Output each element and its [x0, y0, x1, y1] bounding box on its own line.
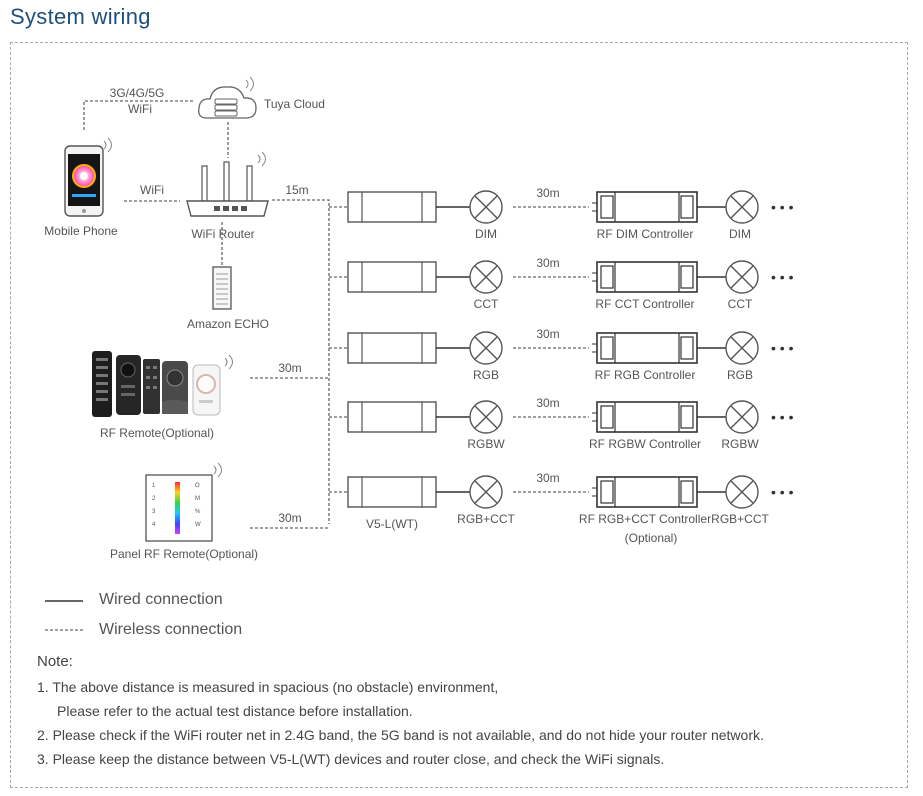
continuation-dots: • • •	[771, 409, 794, 425]
rf-controller-icon	[592, 332, 698, 364]
controller-note-label: (Optional)	[625, 531, 678, 545]
continuation-dots: • • •	[771, 340, 794, 356]
panel-icon-white: W	[195, 522, 201, 528]
network-label-line2: WiFi	[128, 102, 152, 116]
panel-icon-speed: %	[195, 509, 201, 515]
rf-controller-icon	[592, 401, 698, 433]
panel-icon-power: O	[195, 483, 200, 489]
panel-remote-label: Panel RF Remote(Optional)	[110, 547, 258, 561]
wifi-signal-icon	[224, 354, 233, 370]
distance-label: 30m	[536, 186, 559, 200]
router-distance-label: 15m	[285, 183, 308, 197]
rf-controller-icon	[592, 476, 698, 508]
lamp-icon	[469, 190, 503, 224]
panel-key-4: 4	[152, 522, 156, 528]
v5-module-icon	[347, 476, 437, 508]
lamp-icon	[469, 260, 503, 294]
panel-key-2: 2	[152, 496, 156, 502]
v5-module-icon	[347, 332, 437, 364]
note-item-2: 2. Please check if the WiFi router net i…	[37, 727, 764, 743]
end-lamp-icon	[725, 400, 759, 434]
v5-module-icon	[347, 261, 437, 293]
controller-label: RF RGBW Controller	[589, 437, 701, 451]
lamp-icon	[469, 400, 503, 434]
note-item-3: 3. Please keep the distance between V5-L…	[37, 751, 665, 767]
distance-label: 30m	[536, 327, 559, 341]
rf-controller-icon	[592, 191, 698, 223]
lamp-icon	[469, 475, 503, 509]
network-label-line1: 3G/4G/5G	[110, 86, 165, 100]
wifi-signal-icon	[257, 151, 266, 167]
distance-label: 30m	[536, 471, 559, 485]
wifi-signal-icon	[213, 462, 222, 478]
note-item-1: 1. The above distance is measured in spa…	[37, 679, 499, 695]
continuation-dots: • • •	[771, 484, 794, 500]
lamp-label: CCT	[474, 297, 499, 311]
rf-controller-icon	[592, 261, 698, 293]
phone-link-label: WiFi	[140, 183, 164, 197]
distance-label: 30m	[536, 396, 559, 410]
router-icon	[186, 161, 269, 217]
echo-label: Amazon ECHO	[187, 317, 269, 331]
distance-label: 30m	[536, 256, 559, 270]
panel-remote-distance-label: 30m	[278, 511, 301, 525]
rf-remote-distance-label: 30m	[278, 361, 301, 375]
continuation-dots: • • •	[771, 199, 794, 215]
device-rows: DIM 30m RF DIM Controller DIM • • • CCT 30m RF …	[329, 186, 794, 545]
end-lamp-label: CCT	[728, 297, 753, 311]
module-label: V5-L(WT)	[366, 517, 418, 531]
rf-remote-label: RF Remote(Optional)	[100, 426, 214, 440]
lamp-label: DIM	[475, 227, 497, 241]
panel-key-1: 1	[152, 483, 156, 489]
panel-icon-mode: M	[195, 496, 200, 502]
diagram-frame	[10, 42, 908, 788]
end-lamp-label: RGBW	[721, 437, 759, 451]
controller-label: RF RGB+CCT Controller	[579, 512, 711, 526]
lamp-label: RGB	[473, 368, 499, 382]
phone-cloud-link	[83, 100, 195, 130]
end-lamp-icon	[725, 475, 759, 509]
amazon-echo-icon	[212, 266, 232, 310]
end-lamp-label: DIM	[729, 227, 751, 241]
router-label: WiFi Router	[191, 227, 254, 241]
end-lamp-icon	[725, 331, 759, 365]
rf-remote-group-icon	[92, 351, 221, 417]
note-item-1b: Please refer to the actual test distance…	[57, 703, 413, 719]
lamp-label: RGB+CCT	[457, 512, 515, 526]
cloud-label: Tuya Cloud	[264, 97, 325, 111]
wifi-signal-icon	[245, 76, 254, 92]
page-title: System wiring	[10, 4, 151, 29]
v5-module-icon	[347, 401, 437, 433]
continuation-dots: • • •	[771, 269, 794, 285]
wifi-signal-icon	[103, 137, 112, 153]
end-lamp-icon	[725, 190, 759, 224]
end-lamp-label: RGB+CCT	[711, 512, 769, 526]
lamp-label: RGBW	[467, 437, 505, 451]
controller-label: RF RGB Controller	[595, 368, 696, 382]
legend-wired-label: Wired connection	[99, 591, 223, 608]
phone-icon	[64, 145, 104, 217]
note-heading: Note:	[37, 653, 73, 670]
end-lamp-icon	[725, 260, 759, 294]
lamp-icon	[469, 331, 503, 365]
phone-label: Mobile Phone	[44, 224, 118, 238]
panel-key-3: 3	[152, 509, 156, 515]
router-bus-link	[272, 199, 330, 524]
controller-label: RF CCT Controller	[595, 297, 694, 311]
cloud-icon	[198, 86, 257, 119]
legend-wireless-label: Wireless connection	[99, 621, 243, 638]
panel-remote-icon: 1 2 3 4 O M % W	[145, 474, 213, 542]
controller-label: RF DIM Controller	[597, 227, 694, 241]
end-lamp-label: RGB	[727, 368, 753, 382]
v5-module-icon	[347, 191, 437, 223]
